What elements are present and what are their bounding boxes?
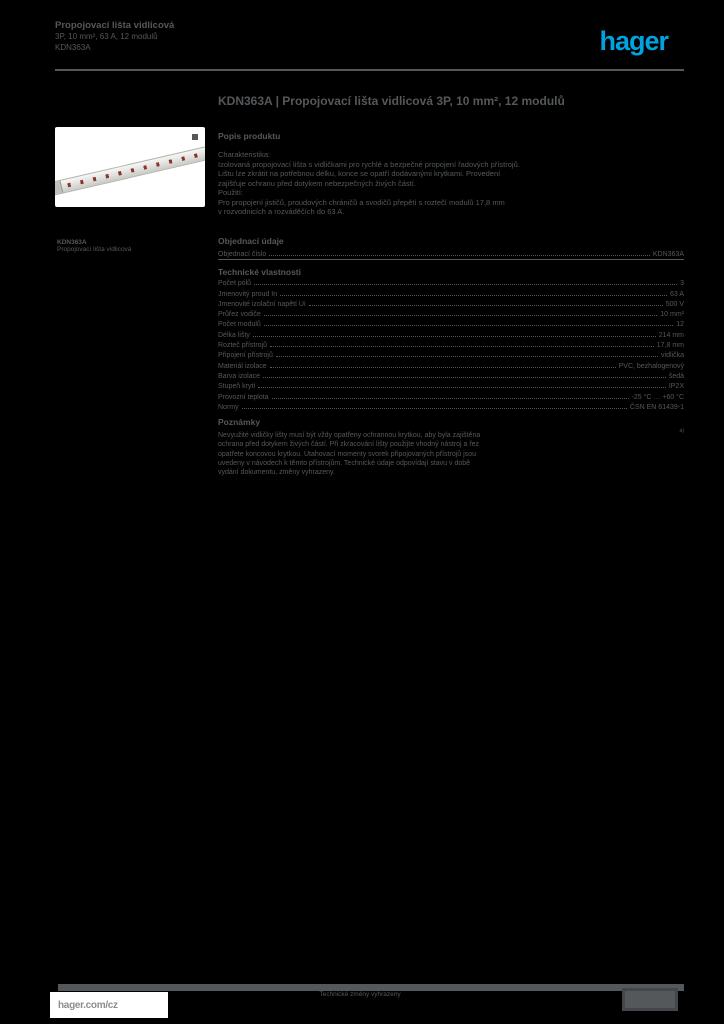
image-corner-marker xyxy=(192,134,198,140)
table-row: Jmenovitý proud In 63 A xyxy=(218,287,684,298)
footer-bar xyxy=(58,984,684,991)
section-heading-description: Popis produktu xyxy=(218,131,281,141)
dotted-leader xyxy=(258,386,666,389)
description-line: Použití: xyxy=(218,188,244,197)
busbar-contacts xyxy=(57,150,205,190)
header-product-spec: 3P, 10 mm², 63 A, 12 modulů xyxy=(55,32,158,41)
photo-caption-ref: KDN363A xyxy=(57,239,87,246)
dotted-leader xyxy=(254,283,678,286)
table-row: Délka lišty 214 mm xyxy=(218,328,684,339)
description-line: Charakteristika: xyxy=(218,150,271,159)
row-value: 500 V xyxy=(665,300,684,308)
row-label: Materiál izolace xyxy=(218,362,267,370)
notes-lines: Nevyužité vidličky lišty musí být vždy o… xyxy=(218,431,684,477)
footer-qr-box xyxy=(622,988,678,1011)
row-value: -25 °C … +60 °C xyxy=(631,393,684,401)
table-row: Průřez vodiče 10 mm² xyxy=(218,308,684,318)
row-label: Normy xyxy=(218,403,239,411)
footer-site-url: hager.com/cz xyxy=(58,999,118,1011)
row-value: 17,8 mm xyxy=(656,342,684,350)
dotted-leader xyxy=(241,407,627,409)
photo-caption: KDN363A Propojovací lišta vidlicová xyxy=(57,239,177,253)
footer-disclaimer: Technické změny vyhrazeny xyxy=(319,991,401,998)
dotted-leader xyxy=(263,376,666,378)
section-heading-notes: Poznámky xyxy=(218,417,261,427)
table-row: Materiál izolace PVC, bezhalogenový xyxy=(218,359,684,370)
table-row: Stupeň krytí IP2X xyxy=(218,380,684,390)
row-label: Stupeň krytí xyxy=(218,383,256,391)
product-photo xyxy=(55,127,205,207)
section-heading-ordering: Objednací údaje xyxy=(218,236,284,246)
row-value: ČSN EN 61439-1 xyxy=(629,403,684,411)
dotted-leader xyxy=(308,304,663,306)
dotted-leader xyxy=(271,397,629,399)
row-value: IP2X xyxy=(668,383,684,391)
table-row: Normy ČSN EN 61439-1 xyxy=(218,401,684,411)
table-row: Provozní teplota -25 °C … +60 °C xyxy=(218,390,684,401)
ordering-label: Objednací číslo xyxy=(218,251,267,259)
description-line: Izolovaná propojovací lišta s vidličkami… xyxy=(218,159,520,169)
row-label: Průřez vodiče xyxy=(218,311,261,319)
footer-site-box: hager.com/cz xyxy=(50,992,168,1018)
header-product-ref: KDN363A xyxy=(55,43,91,52)
row-value: PVC, bezhalogenový xyxy=(618,362,684,370)
dotted-leader xyxy=(280,294,667,296)
row-label: Jmenovité izolační napětí Ui xyxy=(218,300,306,308)
row-label: Připojení přístrojů xyxy=(218,352,273,360)
dotted-leader xyxy=(270,345,654,348)
dotted-leader xyxy=(269,366,616,368)
note-line: vydání dokumentu, změny vyhrazeny. xyxy=(218,469,335,477)
dotted-leader xyxy=(275,355,659,358)
dotted-leader xyxy=(263,324,674,327)
note-line: opatřete koncovou krytkou. Utahovací mom… xyxy=(218,450,476,458)
section-divider xyxy=(218,259,684,260)
table-row: Barva izolace šedá xyxy=(218,370,684,380)
description-line: Lištu lze zkrátit na potřebnou délku, ko… xyxy=(218,169,501,178)
note-line: ochrana před dotykem živých částí. Při z… xyxy=(218,441,480,449)
page-title: KDN363A | Propojovací lišta vidlicová 3P… xyxy=(218,94,565,108)
note-line: uvedeny v návodech k těmto přístrojům. T… xyxy=(218,459,471,467)
row-label: Počet modulů xyxy=(218,321,261,329)
description-text: Charakteristika:Izolovaná propojovací li… xyxy=(218,150,684,217)
technical-table: Počet pólů 3 Jmenovitý proud In 63 A Jme… xyxy=(218,277,684,411)
row-value: 3 xyxy=(680,280,684,288)
note-line: Nevyužité vidličky lišty musí být vždy o… xyxy=(218,432,481,439)
ordering-row: Objednací číslo KDN363A xyxy=(218,248,684,258)
footnote-marker: a) xyxy=(679,428,684,434)
row-label: Provozní teplota xyxy=(218,393,269,401)
row-value: 12 xyxy=(676,321,684,329)
busbar-image xyxy=(55,144,205,196)
header-product-block: Propojovací lišta vidlicová 3P, 10 mm², … xyxy=(55,20,225,53)
row-label: Rozteč přístrojů xyxy=(218,342,268,350)
row-label: Jmenovitý proud In xyxy=(218,290,278,298)
table-row: Počet modulů 12 xyxy=(218,318,684,328)
row-label: Počet pólů xyxy=(218,280,252,288)
row-value: šedá xyxy=(668,372,684,380)
dotted-leader xyxy=(269,254,650,257)
table-row: Rozteč přístrojů 17,8 mm xyxy=(218,339,684,349)
description-line: v rozvodnicích a rozváděčích do 63 A. xyxy=(218,207,345,216)
header-product-name: Propojovací lišta vidlicová xyxy=(55,20,175,31)
row-label: Délka lišty xyxy=(218,331,250,339)
dotted-leader xyxy=(263,314,658,317)
notes-text: a) Nevyužité vidličky lišty musí být vžd… xyxy=(218,428,684,477)
row-value: vidlička xyxy=(661,352,684,360)
row-label: Barva izolace xyxy=(218,372,261,380)
photo-caption-name: Propojovací lišta vidlicová xyxy=(57,246,132,253)
row-value: 214 mm xyxy=(658,331,684,339)
row-value: 10 mm² xyxy=(660,311,684,319)
table-row: Jmenovité izolační napětí Ui 500 V xyxy=(218,298,684,308)
hager-logo: hager xyxy=(599,26,669,56)
section-heading-technical: Technické vlastnosti xyxy=(218,267,301,277)
ordering-value: KDN363A xyxy=(652,251,684,259)
row-value: 63 A xyxy=(669,290,684,298)
dotted-leader xyxy=(252,335,656,337)
header-divider xyxy=(55,69,684,71)
description-line: zajišťuje ochranu před dotykem nebezpečn… xyxy=(218,178,416,188)
table-row: Připojení přístrojů vidlička xyxy=(218,349,684,359)
description-line: Pro propojení jističů, proudových chráni… xyxy=(218,197,505,207)
table-row: Počet pólů 3 xyxy=(218,277,684,287)
